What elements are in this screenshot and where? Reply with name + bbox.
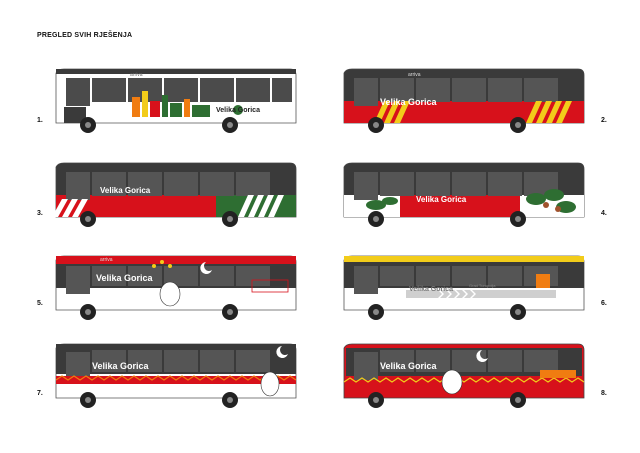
bus-6-city: Velika Gorica [409, 286, 453, 293]
bus-design-5 [52, 250, 298, 326]
bus-2-operator: arriva [408, 72, 421, 78]
page-title: PREGLED SVIH RJEŠENJA [37, 32, 133, 39]
bus-5-operator: arriva [100, 257, 113, 263]
bus-number: 2. [601, 117, 607, 124]
bus-1-operator: arriva [130, 72, 143, 78]
bus-design-7 [52, 338, 298, 414]
bus-number: 6. [601, 300, 607, 307]
bus-design-2 [340, 63, 586, 139]
bus-number: 4. [601, 210, 607, 217]
bus-design-4 [340, 157, 586, 233]
bus-8-city: Velika Gorica [380, 361, 437, 371]
bus-design-8 [340, 338, 586, 414]
bus-number: 3. [37, 210, 43, 217]
bus-design-1 [52, 63, 298, 139]
bus-5-city: Velika Gorica [96, 273, 153, 283]
bus-2-city: Velika Gorica [380, 97, 437, 107]
bus-number: 8. [601, 390, 607, 397]
bus-3-city: Velika Gorica [100, 186, 151, 195]
bus-6-slogan: Grad Turopolja [469, 283, 496, 288]
bus-design-3 [52, 157, 298, 233]
bus-1-city: Velika Gorica [216, 107, 260, 114]
bus-number: 7. [37, 390, 43, 397]
bus-7-city: Velika Gorica [92, 361, 149, 371]
bus-design-6 [340, 250, 586, 326]
bus-number: 1. [37, 117, 43, 124]
bus-4-city: Velika Gorica [416, 195, 467, 204]
bus-number: 5. [37, 300, 43, 307]
